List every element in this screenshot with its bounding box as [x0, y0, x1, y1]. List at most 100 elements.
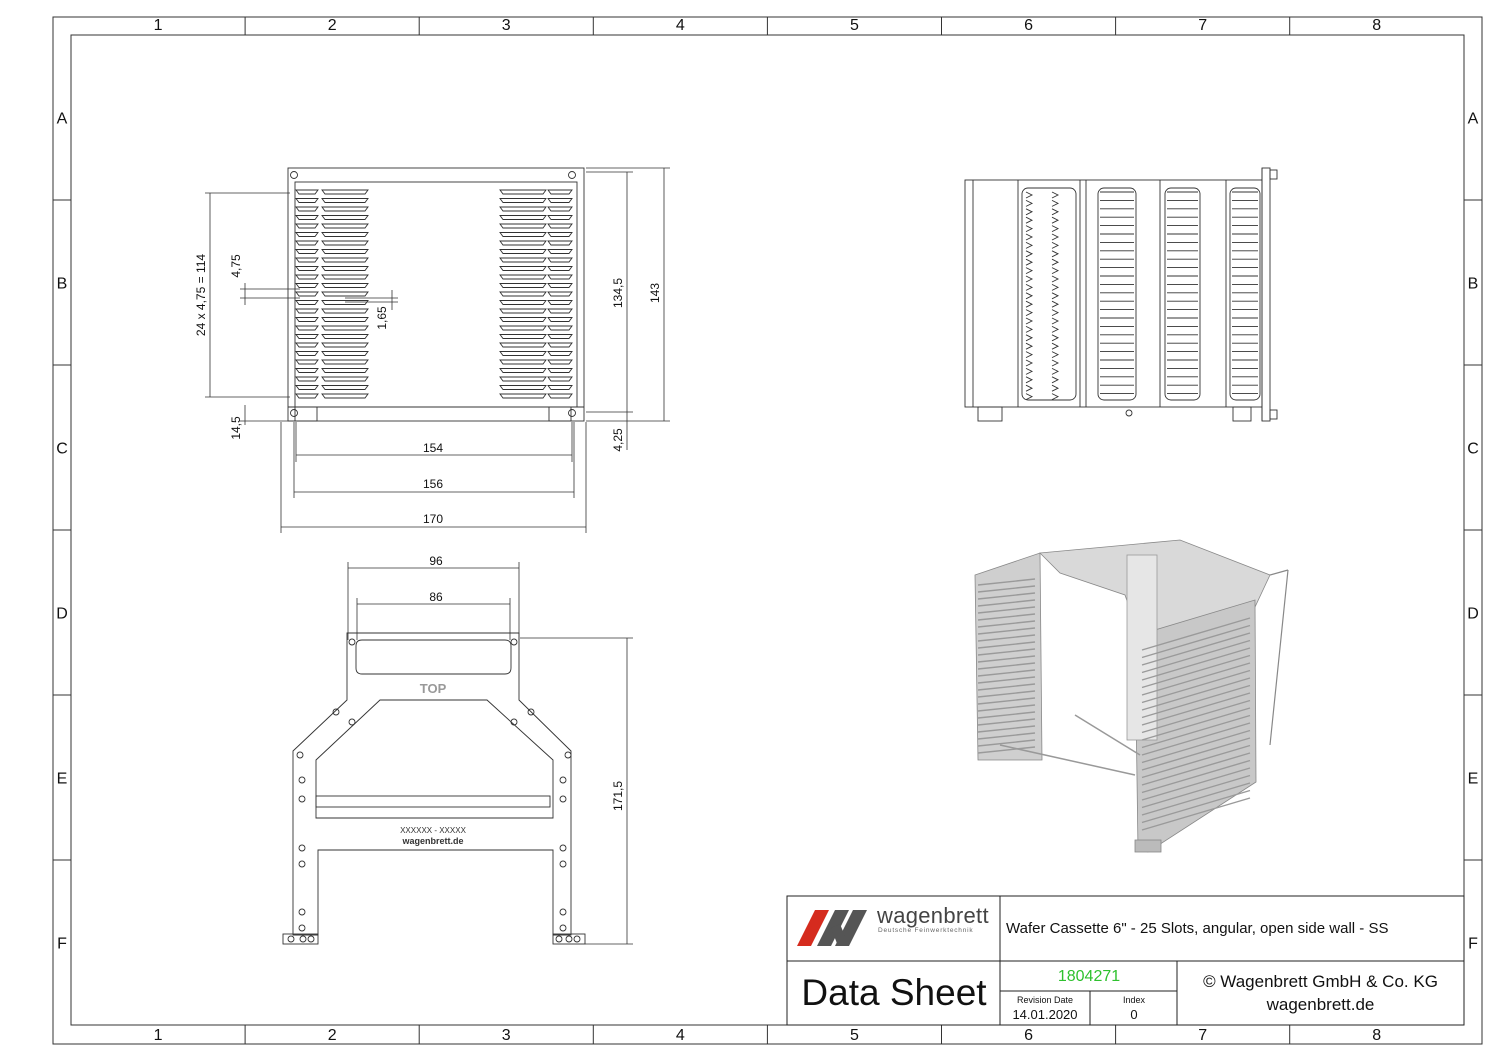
render-fin	[1141, 632, 1251, 666]
grid-col-label: 5	[850, 1027, 859, 1044]
wafer-slot	[547, 240, 573, 246]
wafer-slot	[295, 393, 319, 399]
slot-chevron	[1025, 267, 1060, 275]
grid-col-label: 4	[676, 17, 685, 34]
wafer-slot	[547, 359, 573, 365]
grid-row-label: C	[1467, 441, 1479, 458]
wafer-slot	[295, 223, 319, 229]
slot-chevron	[1025, 233, 1060, 241]
mounting-hole	[573, 935, 581, 943]
grid-col-label: 3	[502, 17, 511, 34]
dim-slot-width: 1,65	[375, 306, 389, 330]
wafer-slot	[321, 232, 369, 237]
wafer-slot	[499, 359, 547, 365]
wafer-slot	[295, 198, 319, 203]
wafer-slot	[321, 223, 369, 229]
mounting-hole	[559, 795, 567, 803]
wafer-slot	[295, 249, 319, 254]
slot-chevron	[1025, 208, 1060, 216]
render-fin	[977, 641, 1036, 649]
side-plate-view	[282, 632, 586, 945]
grid-col-label: 6	[1024, 1027, 1033, 1044]
wafer-slot	[499, 351, 547, 356]
slot-chevron	[1025, 283, 1060, 291]
wafer-slot	[547, 215, 573, 220]
render-fin	[977, 578, 1036, 586]
render-fin	[1141, 662, 1251, 696]
side-view	[964, 167, 1278, 422]
grid-col-label: 3	[502, 1027, 511, 1044]
mounting-hole	[510, 638, 518, 646]
render-fin	[1141, 782, 1251, 816]
mounting-hole	[298, 844, 306, 852]
wafer-slot	[499, 249, 547, 254]
wafer-slot	[499, 232, 547, 237]
render-fin	[977, 648, 1036, 656]
grid-col-label: 2	[328, 17, 337, 34]
grid-row-label: C	[56, 441, 68, 458]
engraving-serial: XXXXXX - XXXXX	[400, 826, 466, 835]
wafer-slot	[547, 317, 573, 322]
wafer-slot	[295, 342, 319, 348]
wafer-slot	[547, 206, 573, 212]
wafer-slot	[321, 257, 369, 263]
wafer-slot	[321, 359, 369, 365]
wafer-slot	[499, 206, 547, 212]
wafer-slot	[321, 215, 369, 220]
wafer-slot	[295, 266, 319, 271]
slot-chevron	[1025, 292, 1060, 300]
render-fin	[1141, 759, 1251, 794]
wafer-slot	[321, 266, 369, 271]
wafer-slot	[295, 257, 319, 263]
grid-col-label: 2	[328, 1027, 337, 1044]
wafer-slot	[321, 308, 369, 314]
render-fin	[977, 676, 1036, 684]
wafer-slot	[547, 300, 573, 305]
front-view-dimension-text: 24 x 4,75 = 114 4,75 1,65 14,5 134,5 143…	[194, 254, 662, 526]
wafer-slot	[499, 342, 547, 348]
logo-tagline: Deutsche Feinwerktechnik	[878, 927, 974, 934]
wafer-slot	[547, 376, 573, 382]
mounting-hole	[298, 795, 306, 803]
slot-chevron	[1025, 199, 1060, 207]
render-fin	[977, 704, 1036, 712]
engraving-top: TOP	[420, 681, 447, 696]
wafer-slot	[295, 325, 319, 331]
grid-col-label: 4	[676, 1027, 685, 1044]
slot-chevron	[1025, 317, 1060, 325]
slot-chevron	[1025, 300, 1060, 308]
wafer-slot	[547, 308, 573, 314]
wafer-slot	[295, 232, 319, 237]
company-website: wagenbrett.de	[1266, 995, 1375, 1014]
render-fin	[977, 585, 1036, 593]
side-plate-text: 96 86 171,5 TOP XXXXXX - XXXXX wagenbret…	[400, 554, 625, 846]
slot-chevron	[1025, 250, 1060, 258]
wafer-slot	[547, 257, 573, 263]
grid-row-label: A	[1468, 111, 1479, 128]
wafer-slot	[321, 249, 369, 254]
dim-86: 86	[429, 590, 443, 604]
render-fin	[1141, 624, 1251, 659]
slot-chevron	[1025, 325, 1060, 333]
slot-chevron	[1025, 216, 1060, 224]
grid-row-label: D	[1467, 606, 1479, 623]
slot-chevron	[1025, 359, 1060, 367]
wafer-slot	[295, 368, 319, 373]
mounting-hole	[559, 924, 567, 932]
slot-chevron	[1025, 334, 1060, 342]
wafer-slot	[321, 376, 369, 382]
mounting-hole	[527, 708, 535, 716]
wafer-slot	[547, 368, 573, 373]
mounting-hole	[348, 638, 356, 646]
grid-col-label: 8	[1372, 17, 1381, 34]
wafer-slot	[499, 223, 547, 229]
wafer-slot	[547, 266, 573, 271]
dim-foot: 14,5	[229, 416, 243, 440]
render-fin	[977, 613, 1036, 621]
mounting-hole	[565, 935, 573, 943]
slot-chevron	[1025, 225, 1060, 233]
wafer-slot	[295, 385, 319, 390]
slot-chevron	[1025, 384, 1060, 392]
